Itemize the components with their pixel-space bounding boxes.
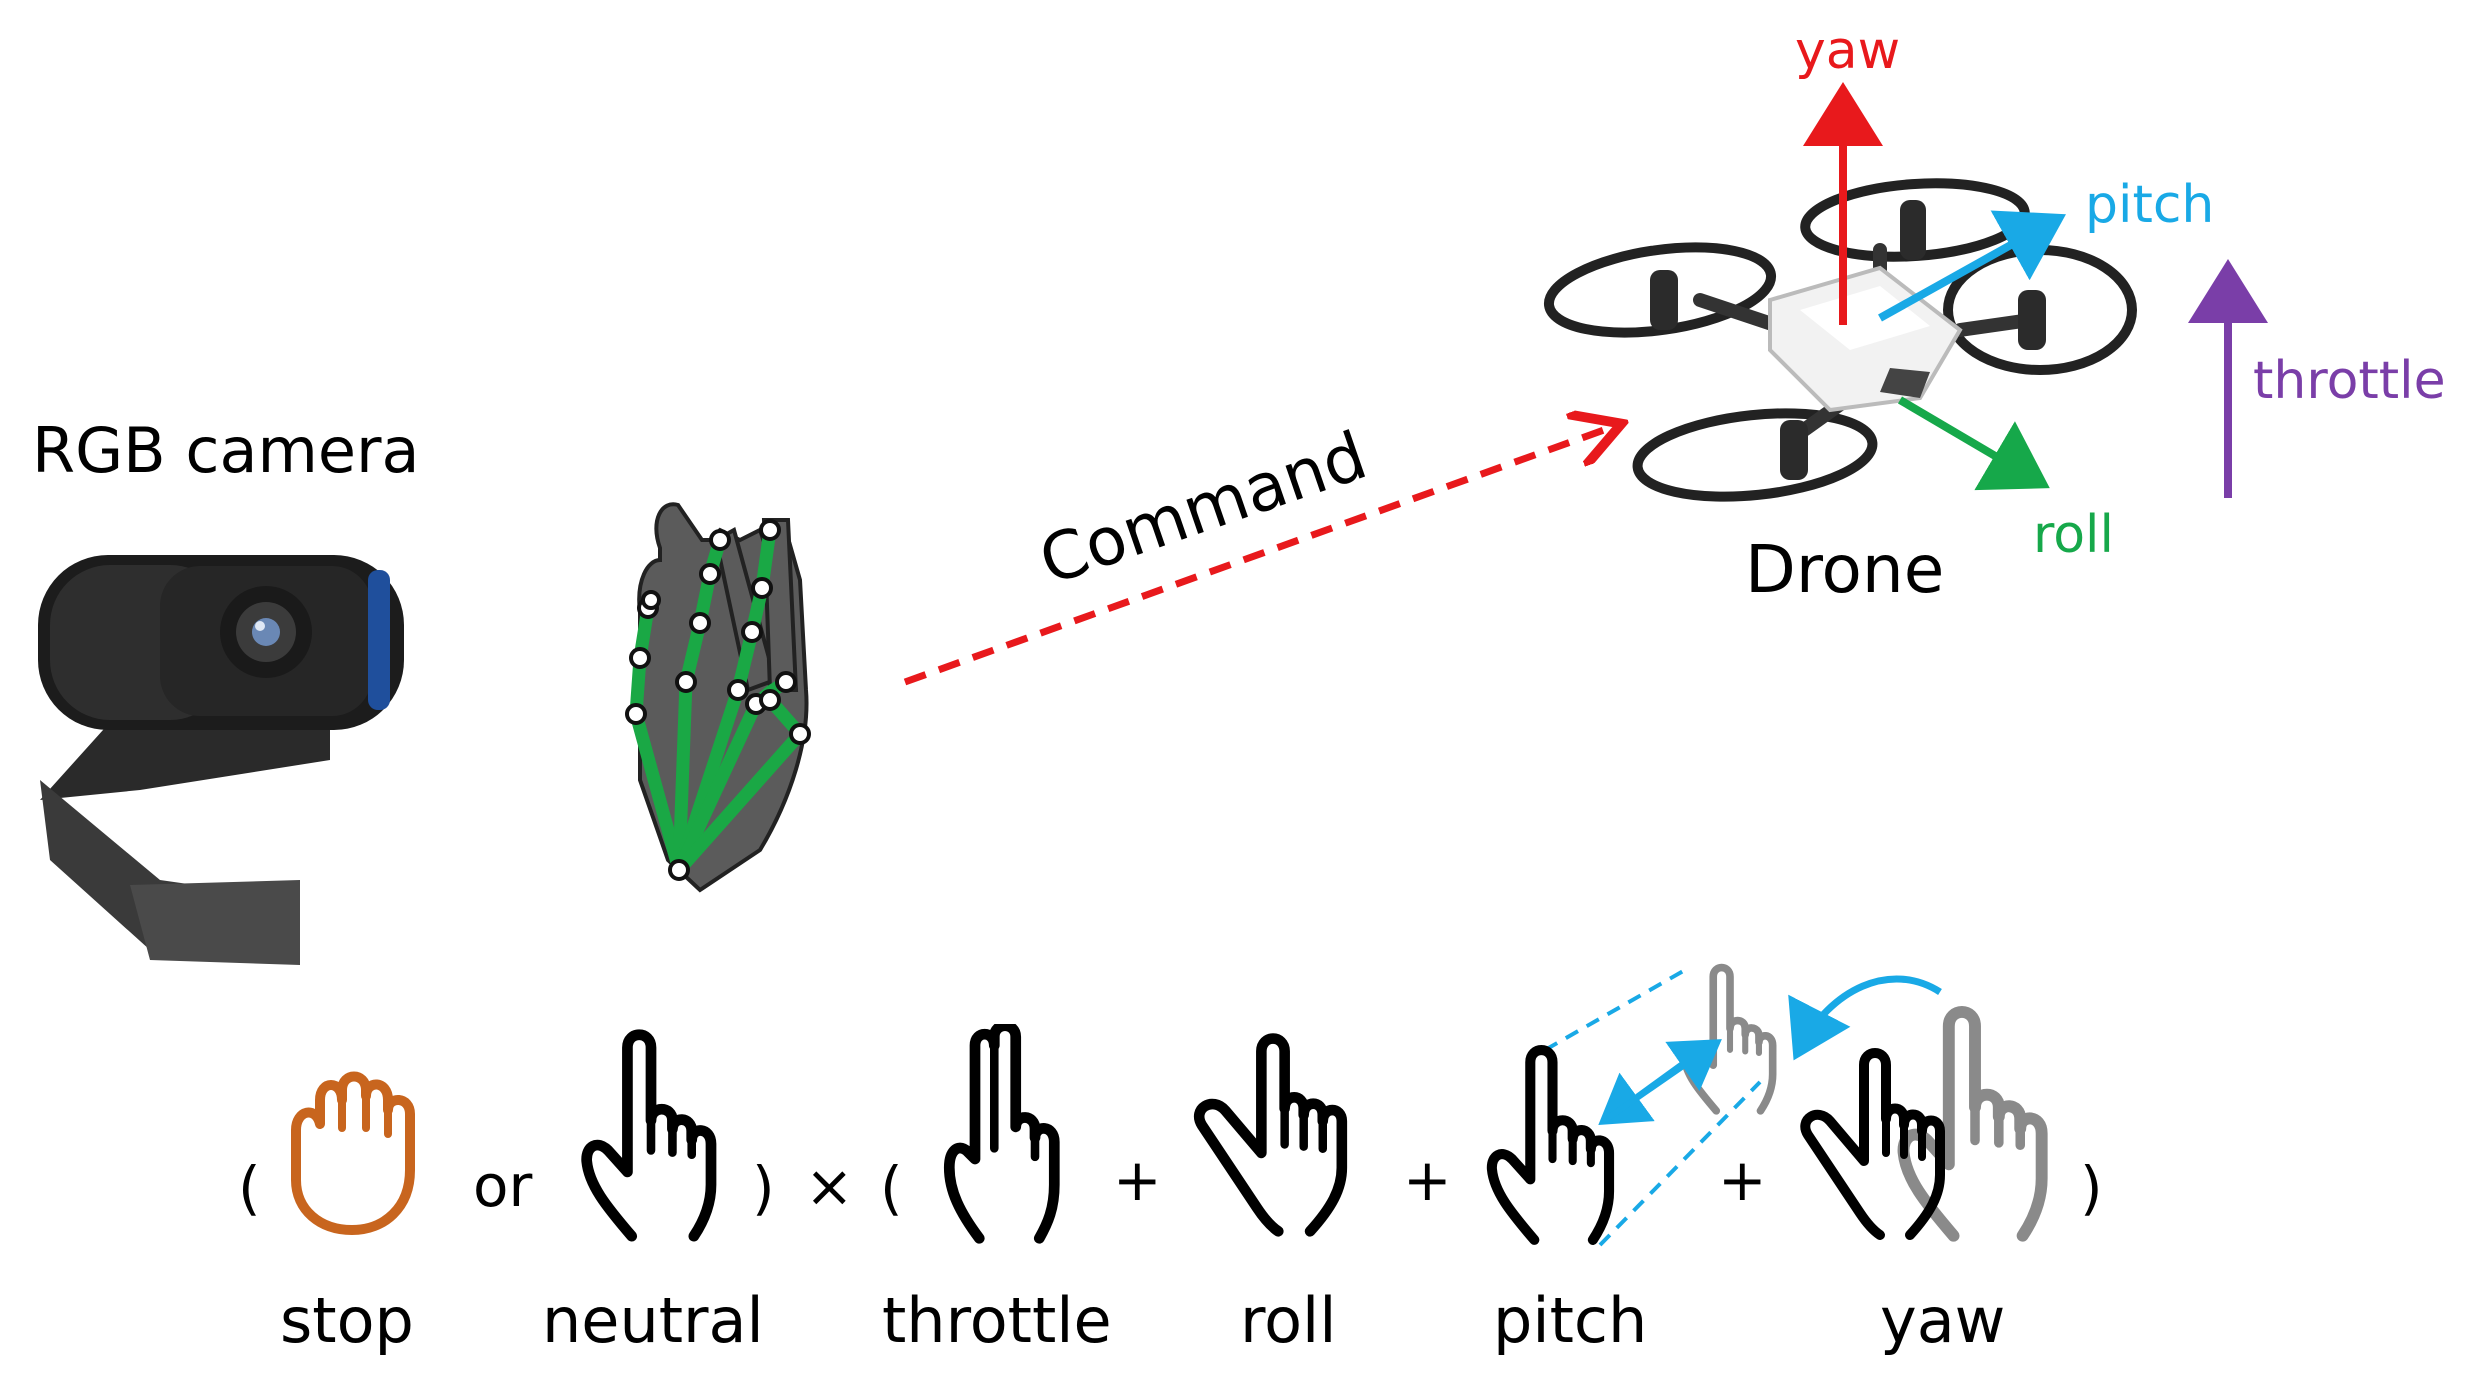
command-label: Command <box>1030 417 1376 600</box>
gesture-formula: ( or ) × ( + + + ) <box>238 968 2103 1247</box>
gesture-label-neutral: neutral <box>542 1284 764 1357</box>
gesture-label-roll: roll <box>1240 1284 1337 1357</box>
roll-axis-label: roll <box>2033 505 2114 565</box>
formula-plus-1: + <box>1113 1146 1162 1214</box>
pitch-axis-arrow <box>1878 210 2066 322</box>
webcam-illustration <box>38 555 404 965</box>
gesture-label-throttle: throttle <box>882 1284 1112 1357</box>
throttle-axis-label: throttle <box>2253 351 2446 411</box>
formula-plus-2: + <box>1403 1146 1452 1214</box>
pitch-gesture-icon <box>1492 1050 1609 1240</box>
stop-gesture-icon <box>296 1077 410 1231</box>
hand-skeleton-illustration <box>625 502 811 893</box>
pitch-motion-arrow-b <box>1606 1039 1722 1121</box>
drone-label: Drone <box>1745 531 1944 608</box>
roll-gesture-icon <box>1199 1039 1342 1232</box>
formula-or: or <box>473 1152 532 1220</box>
pitch-dashed-top <box>1544 968 1686 1052</box>
command-arrow <box>903 426 1615 686</box>
neutral-gesture-icon <box>587 1035 711 1236</box>
throttle-gesture-icon <box>949 1026 1054 1239</box>
gesture-label-stop: stop <box>280 1284 414 1357</box>
gesture-label-yaw: yaw <box>1880 1284 2005 1357</box>
camera-label: RGB camera <box>32 414 419 487</box>
formula-close-paren: ) <box>752 1154 775 1222</box>
formula-open-paren-2: ( <box>880 1154 903 1222</box>
formula-plus-3: + <box>1718 1146 1767 1214</box>
formula-open-paren: ( <box>238 1154 261 1222</box>
yaw-gesture-icon <box>1805 1053 1940 1235</box>
yaw-axis-label: yaw <box>1795 21 1900 81</box>
yaw-motion-arrow <box>1788 975 1942 1061</box>
formula-times: × <box>805 1152 854 1220</box>
pitch-gesture-ghost-icon <box>1684 968 1772 1111</box>
gesture-label-pitch: pitch <box>1493 1284 1647 1357</box>
pitch-axis-label: pitch <box>2085 175 2214 235</box>
roll-axis-arrow <box>1897 396 2050 491</box>
formula-close-paren-2: ) <box>2080 1154 2103 1222</box>
